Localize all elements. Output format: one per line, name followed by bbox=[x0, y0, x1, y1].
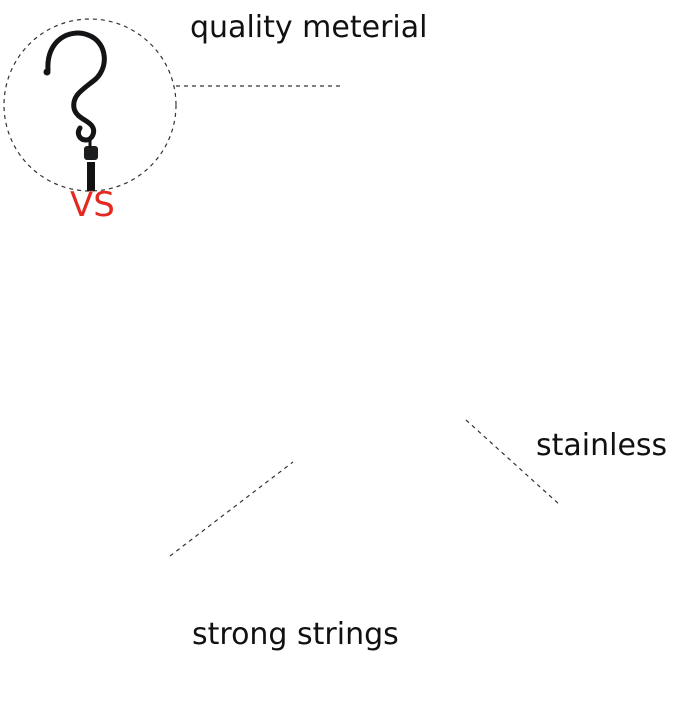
vs-label: VS bbox=[70, 185, 115, 225]
leader-lines bbox=[169, 85, 561, 557]
black-s-hook-icon bbox=[3, 18, 177, 192]
stainless-label: stainless bbox=[536, 428, 668, 463]
quality-material-label: quality meterial bbox=[190, 10, 428, 45]
strong-strings-label: strong strings bbox=[192, 617, 399, 652]
